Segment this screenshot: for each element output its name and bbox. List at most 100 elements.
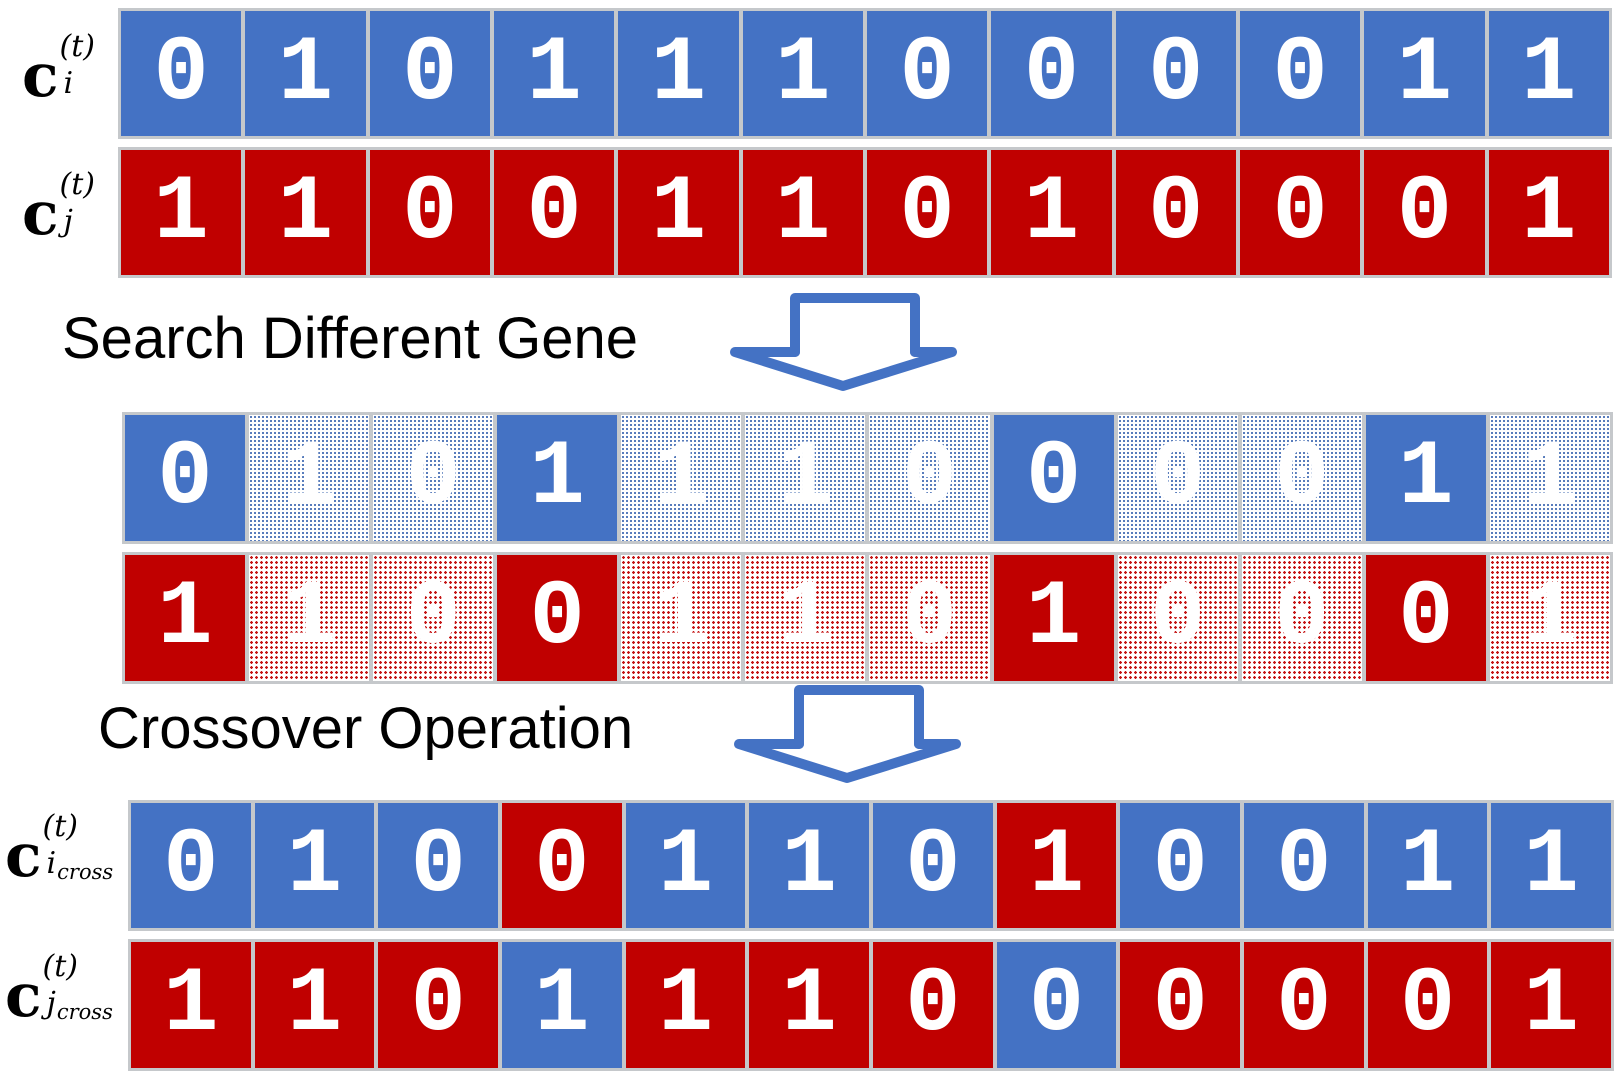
gene-value: 1 (781, 812, 837, 918)
gene-cell: 1 (245, 11, 366, 136)
gene-cell: 1 (1365, 415, 1486, 541)
gene-value: 0 (402, 159, 458, 265)
gene-value: 0 (529, 565, 585, 670)
gene-cell: 1 (742, 11, 863, 136)
math-subsubscript: cross (57, 859, 114, 884)
gene-cell: 1 (1489, 555, 1610, 681)
gene-cell: 1 (1488, 11, 1609, 136)
gene-value: 1 (1522, 425, 1578, 530)
gene-value: 1 (1522, 565, 1578, 670)
gene-cell: 1 (993, 555, 1114, 681)
gene-cell: 0 (493, 150, 615, 275)
gene-cell: 1 (1367, 803, 1488, 928)
gene-cell: 0 (866, 150, 988, 275)
gene-cell: 1 (621, 415, 742, 541)
gene-cell: 0 (1117, 555, 1238, 681)
math-superscript: (t) (59, 29, 96, 64)
gene-value: 1 (1523, 952, 1579, 1057)
gene-value: 1 (657, 952, 714, 1057)
gene-value: 1 (526, 20, 582, 126)
gene-cell: 1 (249, 555, 370, 681)
gene-cell: 1 (749, 942, 870, 1068)
label-child-chromosome-i-cross: c (t) i cross (5, 809, 114, 891)
gene-value: 0 (405, 565, 461, 670)
gene-value: 0 (1396, 159, 1453, 265)
gene-value: 0 (534, 812, 590, 918)
gene-cell: 0 (1244, 803, 1364, 928)
gene-value: 0 (1152, 952, 1208, 1057)
gene-cell: 0 (996, 942, 1117, 1068)
gene-cell: 0 (1241, 415, 1362, 541)
gene-value: 0 (1148, 159, 1204, 265)
math-subsubscript: cross (56, 999, 113, 1024)
gene-value: 1 (163, 952, 219, 1057)
math-script-stack: (t) j (60, 167, 95, 237)
gene-cell: 0 (866, 11, 988, 136)
gene-value: 1 (775, 159, 831, 265)
gene-cell: 0 (378, 942, 499, 1068)
down-arrow-icon (734, 685, 961, 783)
gene-value: 0 (410, 952, 466, 1057)
gene-value: 1 (1398, 425, 1454, 530)
gene-value: 0 (163, 812, 219, 918)
gene-cell: 1 (1491, 942, 1612, 1068)
gene-value: 1 (781, 952, 837, 1057)
gene-value: 1 (775, 20, 831, 126)
gene-value: 0 (1399, 952, 1456, 1057)
step-caption-crossover-operation: Crossover Operation (98, 696, 634, 761)
math-base-c: c (5, 821, 42, 891)
gene-cell: 0 (369, 11, 490, 136)
gene-cell: 0 (1367, 942, 1488, 1068)
gene-value: 1 (277, 20, 334, 126)
math-superscript: (t) (42, 949, 79, 984)
gene-value: 0 (1150, 565, 1206, 670)
gene-cell: 0 (1115, 11, 1236, 136)
gene-value: 1 (1023, 159, 1080, 265)
gene-value: 0 (899, 159, 955, 265)
gene-cell: 0 (1115, 150, 1236, 275)
gene-value: 0 (1276, 952, 1332, 1057)
gene-cell: 1 (249, 415, 370, 541)
gene-cell: 0 (121, 11, 242, 136)
gene-cell: 1 (745, 415, 866, 541)
gene-value: 0 (402, 20, 458, 126)
gene-value: 0 (899, 20, 955, 126)
gene-value: 0 (157, 425, 213, 530)
gene-cell: 0 (1120, 803, 1241, 928)
gene-value: 0 (153, 20, 209, 126)
gene-value: 0 (901, 565, 958, 670)
gene-cell: 0 (131, 803, 251, 928)
gene-value: 0 (1150, 425, 1206, 530)
math-subscript: i (64, 68, 95, 99)
gene-cell: 0 (378, 803, 499, 928)
gene-cell: 1 (625, 942, 746, 1068)
gene-value: 0 (410, 812, 466, 918)
math-subscript-index: j (46, 985, 56, 1021)
gene-value: 1 (286, 952, 343, 1057)
gene-cell: 1 (125, 555, 246, 681)
gene-value: 1 (657, 812, 714, 918)
gene-value: 1 (281, 565, 337, 670)
gene-cell: 1 (625, 803, 746, 928)
gene-cell: 0 (1365, 555, 1486, 681)
gene-value: 1 (281, 425, 337, 530)
gene-value: 1 (650, 20, 707, 126)
gene-cell: 0 (873, 942, 993, 1068)
gene-cell: 1 (618, 11, 739, 136)
gene-value: 0 (1148, 20, 1204, 126)
math-subscript: j cross (46, 985, 113, 1024)
math-subscript: j (64, 206, 95, 237)
gene-value: 1 (1396, 20, 1453, 126)
gene-cell: 0 (993, 415, 1114, 541)
gene-cell: 0 (373, 555, 494, 681)
gene-value: 1 (1523, 812, 1579, 918)
gene-value: 0 (1274, 565, 1330, 670)
gene-cell: 1 (996, 803, 1117, 928)
gene-cell: 0 (873, 803, 993, 928)
gene-cell: 1 (742, 150, 863, 275)
gene-value: 0 (901, 425, 958, 530)
gene-value: 1 (286, 812, 343, 918)
gene-cell: 1 (1364, 11, 1485, 136)
gene-value: 0 (1028, 952, 1085, 1057)
